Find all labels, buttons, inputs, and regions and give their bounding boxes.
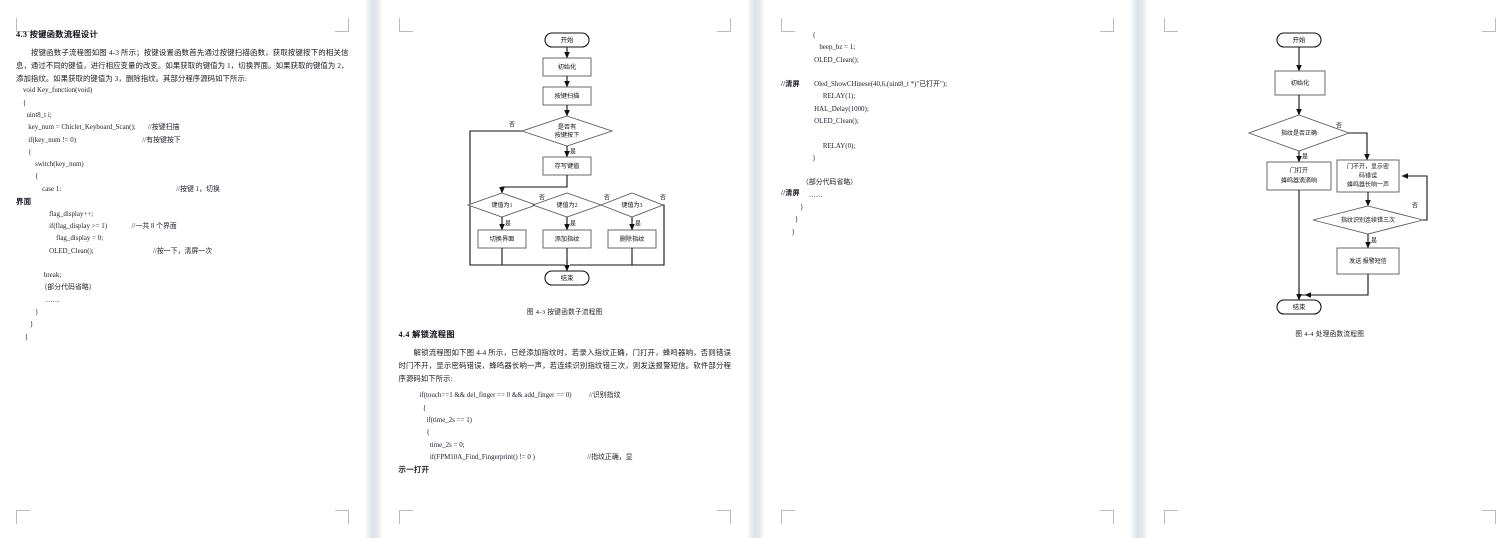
flow-decision-key-pressed-line1: 是否有 [557,123,576,131]
flow-decision-key-1-label: 键值为1 [491,201,512,209]
page-1-body: 4.3 按键函数流程设计 按键函数子流程图如图 4-3 所示；按键设置函数首先通… [16,30,349,520]
crop-mark-bottom-left [1163,510,1178,524]
flow-label-yes-d1: 是 [505,220,511,227]
flow4-node-door-fail-line3: 蜂鸣器长响一声 [1347,180,1389,188]
crop-mark-top-left [781,18,795,32]
crop-mark-top-right [1482,18,1496,32]
code-block-unlock-part2: { beep_bz = 1; OLED_Clean(); Oled_ShowCH… [781,30,1114,239]
flow4-node-end [1276,299,1322,315]
flow4-node-door-fail-line2: 码错误 [1359,171,1377,179]
crop-mark-bottom-left [398,510,413,524]
crop-mark-bottom-right [334,510,349,524]
crop-mark-bottom-right [1099,510,1114,524]
flow-label-yes-1: 是 [570,148,576,155]
flow4-node-door-fail-line1: 门不开，显示密 [1347,162,1389,170]
flow4-node-door-open [1266,161,1332,191]
flow-node-read-key-label: 存写键值 [554,162,579,170]
flow-node-delete-fingerprint-label: 删除指纹 [619,235,645,243]
section-heading-4-4: 4.4 解锁流程图 [398,330,455,339]
flow4-decision-fingerprint-label: 指纹是否正确 [1281,129,1317,137]
page-gap-2 [747,0,765,538]
flow-node-init-label: 初始化 [557,63,576,71]
document-page-2[interactable]: 开始 初始化 按键扫描 是否有 按键按下 否 是 [382,0,747,538]
page-2-body: 开始 初始化 按键扫描 是否有 按键按下 否 是 [399,30,732,520]
document-page-4[interactable]: 开始 初始化 指纹是否正确 否 是 门打开 蜂鸣器滴滴响 [1147,0,1512,538]
code-block-unlock-part1: if(touch==1 && del_finger == 0 && add_fi… [399,390,732,464]
code-block-key-function-part1: void Key_function(void) { uint8_t i; key… [16,85,349,196]
flow-node-start-label: 开始 [560,35,573,44]
crop-mark-bottom-left [781,510,795,524]
comment-clear-text-2: //清屏 [781,190,800,197]
flow4-node-door-fail [1336,159,1400,193]
flow-label-yes-d3: 是 [635,220,641,227]
comment-clear-screen-1: //清屏 [781,79,800,91]
page-4-body: 开始 初始化 指纹是否正确 否 是 门打开 蜂鸣器滴滴响 [1164,30,1497,520]
flow4-label-no-1: 否 [1336,122,1342,129]
flow-node-add-fingerprint-label: 添加指纹 [554,235,580,243]
flow4-node-send-sms [1336,247,1400,275]
document-page-1[interactable]: 4.3 按键函数流程设计 按键函数子流程图如图 4-3 所示；按键设置函数首先通… [0,0,365,538]
flow-label-yes-d2: 是 [570,220,576,227]
flow4-node-start-label: 开始 [1293,35,1306,44]
flow4-node-door-open-line2: 蜂鸣器滴滴响 [1281,176,1317,184]
code-text-2: flag_display++; if(flag_display >= 1) //… [24,210,213,341]
crop-mark-bottom-right [717,510,731,524]
crop-mark-top-right [334,18,349,32]
flow-node-end [544,270,590,286]
flow-node-switch-ui-label: 切换界面 [489,235,514,243]
flow-label-no-d3: 否 [660,194,666,201]
overflow-word-page1: 界面 [16,196,32,206]
crop-mark-top-right [717,18,731,32]
flowchart-process-function: 开始 初始化 指纹是否正确 否 是 门打开 蜂鸣器滴滴响 [1247,32,1428,315]
flow4-node-door-open-line1: 门打开 [1290,166,1308,174]
code-text-4: { beep_bz = 1; OLED_Clean(); Oled_ShowCH… [791,32,948,236]
crop-mark-top-left [398,18,413,32]
section-4-4-paragraph: 解锁流程图如下图 4-4 所示，已经添加指纹时，若录入指纹正确，门打开，蜂鸣器响… [398,348,731,383]
crop-mark-top-right [1099,18,1114,32]
section-4-3-paragraph: 按键函数子流程图如图 4-3 所示；按键设置函数首先通过按键扫描函数，获取按键按… [16,48,349,83]
code-text-3: if(touch==1 && del_finger == 0 && add_fi… [419,392,633,461]
code-text-1: void Key_function(void) { uint8_t i; key… [22,87,220,193]
flow-label-no-1: 否 [509,121,515,128]
flowchart-4-3-container: 开始 初始化 按键扫描 是否有 按键按下 否 是 [399,30,732,298]
crop-mark-top-left [1163,18,1178,32]
flow4-decision-three-fails-label: 指纹识别连续错三次 [1341,216,1395,224]
page-gap-1 [364,0,383,538]
crop-mark-bottom-left [16,510,30,524]
section-heading-4-3: 4.3 按键函数流程设计 [16,30,98,39]
flow-decision-key-3-label: 键值为3 [621,201,642,209]
crop-mark-bottom-right [1482,510,1496,524]
comment-clear-text-1: //清屏 [781,81,800,88]
figure-caption-4-4: 图 4-4 处理函数流程图 [1295,331,1365,338]
flow4-label-yes-2: 是 [1371,237,1377,244]
document-page-3[interactable]: { beep_bz = 1; OLED_Clean(); Oled_ShowCH… [765,0,1130,538]
page-gap-3 [1129,0,1148,538]
page-3-body: { beep_bz = 1; OLED_Clean(); Oled_ShowCH… [781,30,1114,520]
flow-label-no-d1: 否 [539,194,545,201]
flow4-node-init-label: 初始化 [1291,79,1310,87]
flow4-node-init [1274,70,1326,96]
flow4-label-no-2: 否 [1412,202,1418,209]
flow4-node-send-sms-label: 发送 报警短信 [1349,257,1387,265]
flow-label-no-d2: 否 [604,194,610,201]
flowchart-key-function: 开始 初始化 按键扫描 是否有 按键按下 否 是 [466,32,666,286]
flowchart-4-4-container: 开始 初始化 指纹是否正确 否 是 门打开 蜂鸣器滴滴响 [1164,30,1497,320]
comment-clear-screen-2: //清屏 [781,188,800,200]
crop-mark-top-left [16,18,30,32]
flow4-label-yes-1: 是 [1302,153,1308,160]
figure-caption-4-3: 图 4-3 按键函数子流程图 [526,309,603,316]
flow-decision-key-pressed-line2: 按键按下 [554,131,579,139]
flow4-node-end-label: 结束 [1293,302,1306,311]
flow-decision-key-2-label: 键值为2 [556,201,577,209]
overflow-word-page2: 示一打开 [398,465,430,475]
code-block-key-function-part2: flag_display++; if(flag_display >= 1) //… [16,209,349,344]
flow-node-key-scan-label: 按键扫描 [554,92,579,100]
flow-node-end-label: 结束 [560,273,573,282]
